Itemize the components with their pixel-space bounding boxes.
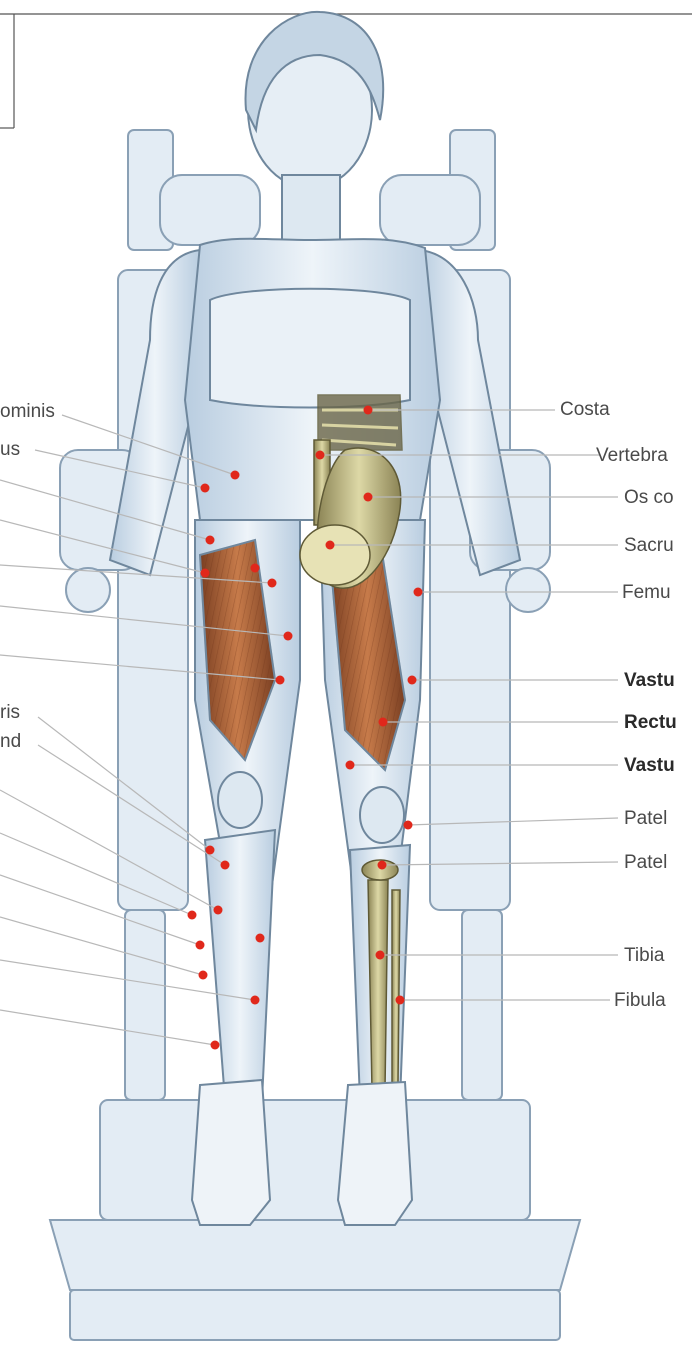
label-femur: Femu xyxy=(622,583,671,602)
label-vastus-medialis: Vastu xyxy=(624,756,675,775)
label-os-coxae: Os co xyxy=(624,488,674,507)
label-obliquus: us xyxy=(0,440,20,459)
label-tendon-band: nd xyxy=(0,732,21,751)
label-tibia: Tibia xyxy=(624,946,664,965)
label-rectus-femoris: Rectu xyxy=(624,713,677,732)
label-fibula: Fibula xyxy=(614,991,666,1010)
label-vertebra: Vertebra xyxy=(596,446,668,465)
label-vastus-tibialis: ris xyxy=(0,703,20,722)
label-costa: Costa xyxy=(560,400,610,419)
label-sacrum: Sacru xyxy=(624,536,674,555)
label-patella: Patel xyxy=(624,809,667,828)
label-rectus-abdominis: ominis xyxy=(0,402,55,421)
label-vastus-lateralis: Vastu xyxy=(624,671,675,690)
label-patellar-ligament: Patel xyxy=(624,853,667,872)
